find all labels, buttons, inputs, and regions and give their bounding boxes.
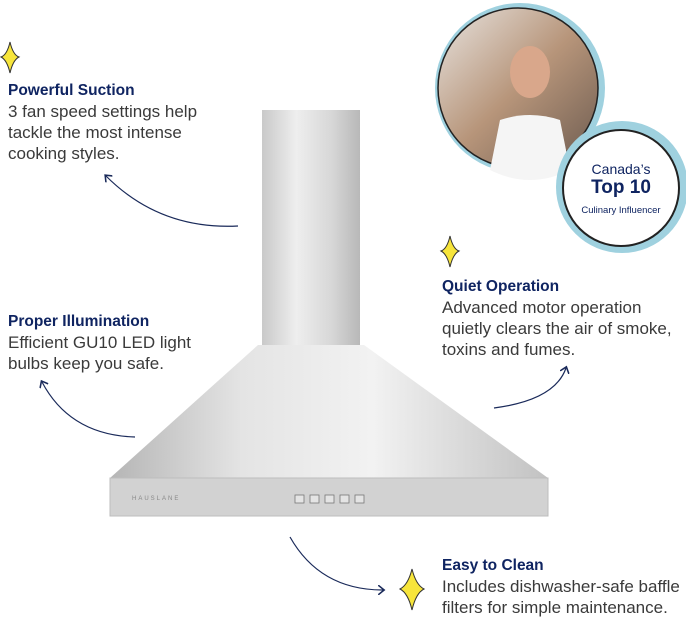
canopy — [110, 345, 548, 478]
sparkle-icon — [0, 41, 461, 611]
feature-easy-to-clean: Easy to Clean Includes dishwasher-safe b… — [442, 557, 680, 617]
feature-powerful-suction: Powerful Suction 3 fan speed settings he… — [8, 82, 198, 163]
feature-quiet-operation: Quiet Operation Advanced motor operation… — [442, 278, 672, 359]
curved-arrow-icon — [42, 176, 566, 590]
range-hood-image: HAUSLANE — [109, 110, 549, 517]
brand-logo: HAUSLANE — [132, 496, 180, 502]
influencer-photo — [435, 3, 605, 180]
chimney — [262, 110, 360, 346]
feature-proper-illumination: Proper Illumination Efficient GU10 LED l… — [8, 313, 191, 373]
control-buttons — [294, 494, 365, 504]
influencer-badge: Canada’s Top 10 Culinary Influencer — [562, 129, 680, 247]
